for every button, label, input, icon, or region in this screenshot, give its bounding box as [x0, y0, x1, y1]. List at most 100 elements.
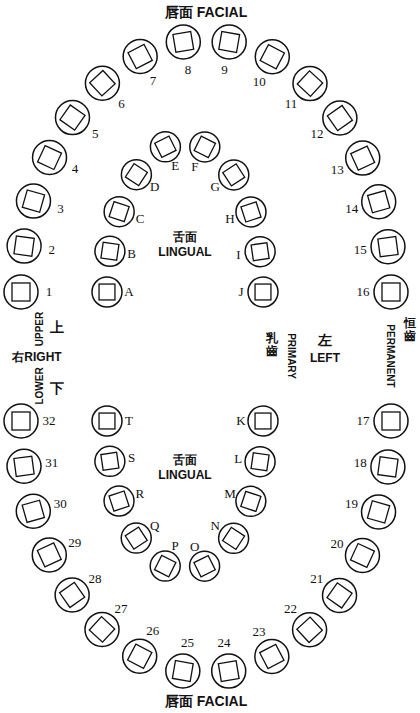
tooth-square [350, 544, 374, 568]
tooth-circle [371, 230, 405, 264]
tooth-circle [55, 578, 89, 612]
tooth-symbol [323, 578, 357, 612]
tooth-letter: I [236, 247, 240, 262]
tooth-symbol [248, 277, 278, 307]
tooth-letter: B [127, 247, 136, 262]
tooth-circle [374, 404, 408, 438]
tooth-circle [212, 654, 246, 688]
tooth-letter: J [238, 285, 243, 300]
tooth-circle [123, 40, 157, 74]
tooth-square [172, 661, 193, 682]
tooth-symbol [245, 447, 275, 477]
tooth-square [297, 617, 322, 642]
tooth-symbol [32, 538, 66, 572]
tooth-number: 14 [345, 202, 358, 217]
tooth-square [38, 146, 62, 170]
tooth-number: 1 [46, 285, 53, 300]
tooth-circle [55, 101, 89, 135]
tooth-circle [16, 184, 50, 218]
tooth-symbol [95, 236, 125, 266]
tooth-symbol [323, 101, 357, 135]
tooth-square [223, 527, 245, 549]
tooth-square [297, 71, 322, 96]
tooth-square [22, 190, 44, 212]
tooth-number: 23 [252, 624, 265, 639]
tooth-square [109, 491, 129, 511]
tooth-circle [16, 494, 50, 528]
tooth-letter: H [225, 211, 234, 226]
dentition-label: PERMANENT [384, 324, 396, 387]
tooth-symbol [190, 132, 220, 162]
tooth-symbol [55, 578, 89, 612]
tooth-number: 26 [146, 624, 159, 639]
tooth-letter: K [236, 414, 245, 429]
tooth-number: 19 [345, 497, 358, 512]
tooth-symbol [16, 494, 50, 528]
tooth-number: 29 [68, 536, 81, 551]
tooth-symbol [7, 449, 41, 483]
tooth-symbol [293, 67, 327, 101]
tooth-circle [121, 160, 151, 190]
tooth-square [37, 543, 61, 567]
tooth-square [251, 243, 269, 261]
tooth-symbol [123, 40, 157, 74]
tooth-letter: A [124, 285, 133, 300]
tooth-symbol [212, 25, 246, 59]
tooth-letter: L [234, 451, 242, 466]
tooth-number: 12 [310, 127, 323, 142]
tooth-square [218, 661, 239, 682]
tooth-symbol [346, 141, 380, 175]
tooth-square [368, 191, 390, 213]
tooth-symbol [16, 184, 50, 218]
tooth-symbol [245, 237, 275, 267]
tooth-circle [362, 495, 396, 529]
tooth-number: 11 [285, 97, 298, 112]
tooth-symbol [248, 406, 278, 436]
tooth-symbol [150, 132, 180, 162]
tooth-circle [166, 654, 200, 688]
tooth-square [109, 202, 129, 222]
tooth-number: 30 [54, 496, 67, 511]
tooth-square [223, 164, 245, 186]
tooth-number: 17 [357, 414, 370, 429]
tooth-circle [95, 446, 125, 476]
tooth-circle [150, 132, 180, 162]
tooth-square [382, 412, 400, 430]
tooth-square [14, 456, 34, 476]
tooth-symbol [190, 551, 220, 581]
tooth-circle [236, 197, 266, 227]
side-label: LEFT [310, 352, 340, 366]
tooth-circle [121, 523, 151, 553]
tooth-square [260, 45, 284, 69]
tooth-circle [92, 277, 122, 307]
tooth-square [22, 500, 44, 522]
tooth-number: 18 [354, 456, 367, 471]
tooth-circle [248, 277, 278, 307]
tooth-number: 3 [57, 201, 64, 216]
tooth-circle [255, 40, 289, 74]
tooth-circle [362, 185, 396, 219]
tooth-number: 10 [253, 74, 266, 89]
tooth-circle [245, 237, 275, 267]
tooth-circle [374, 275, 408, 309]
tooth-circle [346, 141, 380, 175]
tooth-number: 32 [43, 414, 56, 429]
tooth-square [378, 457, 398, 477]
tooth-symbol [236, 197, 266, 227]
tooth-square [173, 32, 194, 53]
tooth-symbol [219, 160, 249, 190]
side-label: 右RIGHT [12, 351, 61, 365]
dentition-label: 恒齒 [404, 317, 416, 343]
tooth-square [89, 617, 114, 642]
side-label: 左 [318, 332, 332, 348]
tooth-number: 22 [284, 602, 297, 617]
jaw-label: 下 [50, 380, 64, 396]
tooth-symbol [345, 538, 379, 572]
tooth-circle [104, 486, 134, 516]
tooth-letter: G [211, 179, 220, 194]
tooth-symbol [85, 66, 119, 100]
tooth-square [351, 146, 375, 170]
tooth-circle [323, 578, 357, 612]
tooth-letter: N [210, 519, 219, 534]
